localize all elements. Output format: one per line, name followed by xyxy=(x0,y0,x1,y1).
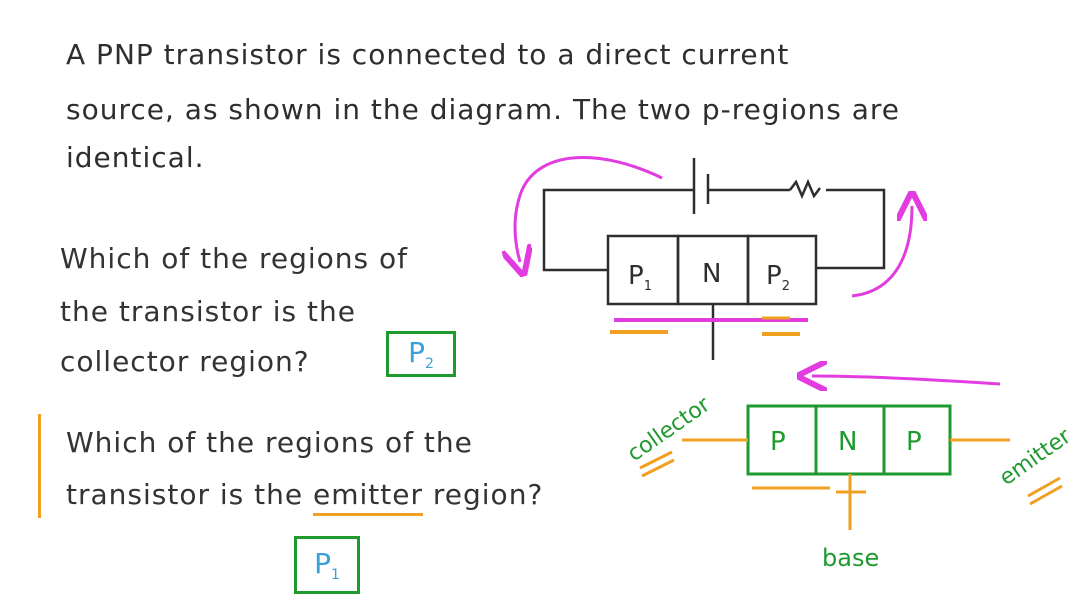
current-arrow-bottom xyxy=(812,376,1001,384)
emitter-double-mark-2 xyxy=(1029,484,1063,506)
bottom-region-label-p-left: P xyxy=(770,427,786,457)
statement-line-1: A PNP transistor is connected to a direc… xyxy=(66,38,790,71)
region-box-p2 xyxy=(746,234,818,306)
question2-text-pre: transistor is the xyxy=(66,478,313,511)
base-label: base xyxy=(822,544,879,572)
question1-line-2: the transistor is the xyxy=(60,295,356,328)
statement-line-3: identical. xyxy=(66,141,205,174)
current-arrow-left xyxy=(515,156,663,262)
question2-line-1: Which of the regions of the xyxy=(66,426,473,459)
bottom-region-label-p-right: P xyxy=(906,427,922,457)
circuit-wire-right xyxy=(816,188,886,270)
question2-text-post: region? xyxy=(422,478,544,511)
question2-side-marker xyxy=(38,414,41,518)
answer-region-letter: P xyxy=(408,336,425,369)
question1-answer-box: P2 xyxy=(386,331,456,377)
question1-line-3: collector region? xyxy=(60,345,310,378)
answer-region-subscript: 2 xyxy=(424,356,434,372)
collector-double-mark-1 xyxy=(639,450,673,470)
collector-double-mark-2 xyxy=(641,458,675,478)
bottom-region-label-n: N xyxy=(838,427,857,457)
emitter-label: emitter xyxy=(995,423,1076,490)
question2-answer-box: P1 xyxy=(294,536,360,594)
question1-line-1: Which of the regions of xyxy=(60,242,409,275)
answer-region-letter: P xyxy=(314,547,331,580)
top-circuit xyxy=(542,158,886,360)
region-label-n: N xyxy=(702,259,721,289)
region-label-p2: P2 xyxy=(766,261,790,294)
collector-label: collector xyxy=(623,392,716,467)
resistor-icon xyxy=(789,178,821,200)
circuit-wire-left xyxy=(542,188,694,272)
emitter-double-mark-1 xyxy=(1027,476,1061,498)
statement-line-2: source, as shown in the diagram. The two… xyxy=(66,93,901,126)
current-arrow-right xyxy=(851,206,912,298)
question2-line-2: transistor is the emitter region? xyxy=(66,478,544,516)
answer-region-subscript: 1 xyxy=(330,567,340,583)
region-label-p1: P1 xyxy=(628,261,652,294)
emitter-underlined-word: emitter xyxy=(313,478,423,516)
